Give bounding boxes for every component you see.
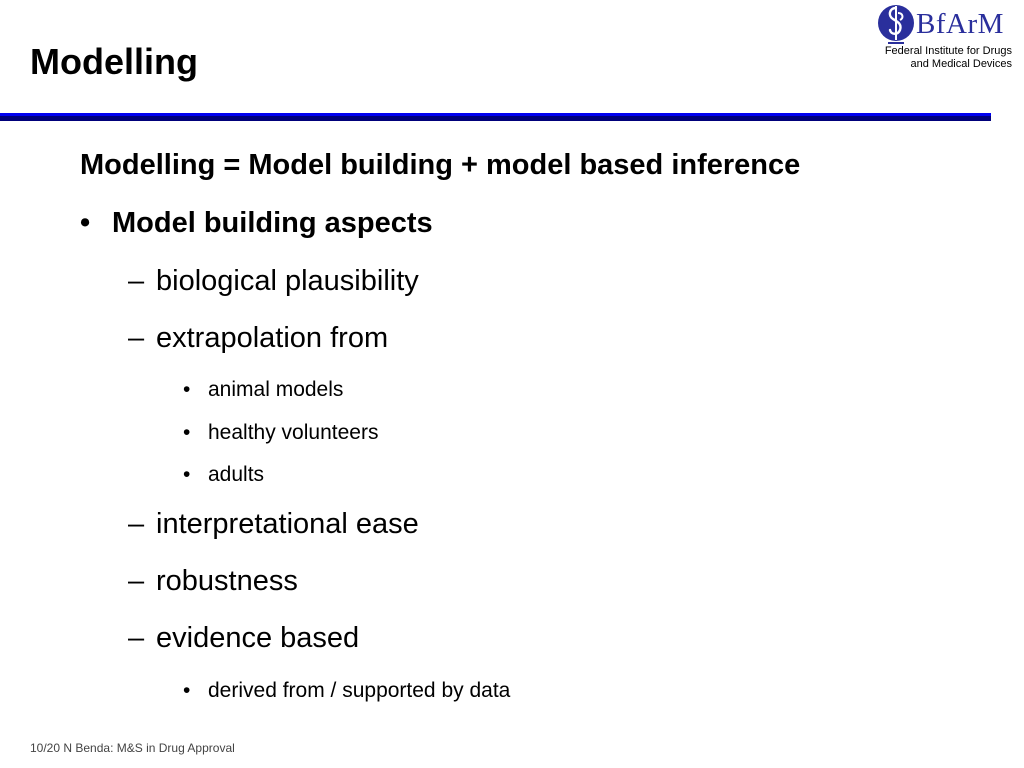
slide-title: Modelling [30,41,198,82]
header-rule-top [0,113,991,116]
bullet-level-3: • healthy volunteers [183,420,378,446]
bullet-level-2: –biological plausibility [128,263,419,299]
bullet-level-2: –evidence based [128,620,359,656]
dash-marker-icon: – [128,622,145,654]
bullet-level-1: • Model building aspects [80,205,433,241]
bullet-dot-icon: • [183,421,191,444]
bullet-dot-icon: • [183,378,191,401]
dash-marker-icon: – [128,265,145,297]
dash-marker-icon: – [128,508,145,540]
dash-marker-icon: – [128,322,145,354]
bullet-level-3: • adults [183,462,264,488]
bullet-text: Model building aspects [112,207,433,239]
bullet-text: biological plausibility [156,265,419,297]
header-rule-bottom [0,116,991,121]
bfarm-logo: BfArM Federal Institute for Drugs and Me… [876,2,1016,72]
bullet-text: derived from / supported by data [208,679,511,702]
logo-wordmark: BfArM [916,8,1004,40]
bullet-text: interpretational ease [156,508,419,540]
bullet-dot-icon: • [183,679,191,702]
bullet-dot-icon: • [80,207,91,239]
slide-footer: 10/20 N Benda: M&S in Drug Approval [30,741,235,755]
dash-marker-icon: – [128,565,145,597]
bullet-text: evidence based [156,622,360,654]
bullet-dot-icon: • [183,463,191,486]
bullet-text: robustness [156,565,298,597]
bfarm-emblem-icon [878,5,914,44]
bullet-level-2: –robustness [128,563,298,599]
bullet-level-2: –interpretational ease [128,506,419,542]
bullet-level-3: • derived from / supported by data [183,678,510,704]
logo-subtitle: Federal Institute for Drugs and Medical … [885,45,1012,71]
bullet-text: adults [208,463,265,486]
logo-subtitle-line-2: and Medical Devices [910,58,1013,70]
bullet-text: animal models [208,378,344,401]
bullet-text: healthy volunteers [208,421,379,444]
bullet-level-3: • animal models [183,377,343,403]
bullet-level-2: –extrapolation from [128,320,388,356]
slide-headline: Modelling = Model building + model based… [80,149,801,181]
bullet-text: extrapolation from [156,322,389,354]
logo-subtitle-line-1: Federal Institute for Drugs [884,45,1012,57]
